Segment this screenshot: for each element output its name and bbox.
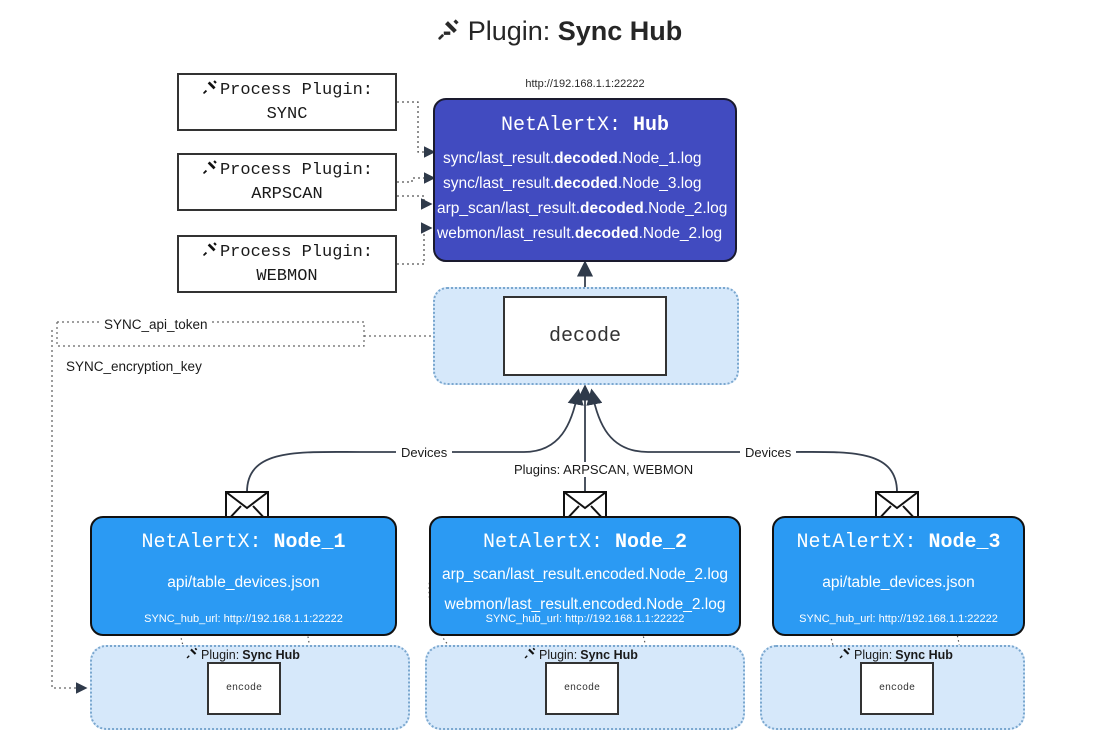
- node-name: Node_2: [615, 531, 688, 554]
- node-file-list: api/table_devices.json: [774, 568, 1023, 598]
- process-plugin-webmon[interactable]: Process Plugin: WEBMON: [177, 235, 397, 293]
- process-plugin-name: WEBMON: [256, 267, 318, 286]
- process-plugin-name: ARPSCAN: [251, 185, 323, 204]
- hub-name: Hub: [633, 114, 670, 137]
- title-name: Sync Hub: [557, 16, 683, 46]
- node-hub-url: SYNC_hub_url: http://192.168.1.1:22222: [144, 613, 343, 625]
- hub-url-label: http://192.168.1.1:22222: [525, 78, 645, 90]
- node-header: NetAlertX: Node_3: [774, 531, 1023, 554]
- hub-log-row: sync/last_result.decoded.Node_1.log: [443, 150, 702, 167]
- node-file: webmon/last_result.encoded.Node_2.log: [444, 596, 726, 613]
- encode-label: encode: [225, 683, 262, 694]
- hub-header: NetAlertX: Hub: [435, 114, 735, 137]
- process-plugin-arpscan[interactable]: Process Plugin: ARPSCAN: [177, 153, 397, 211]
- plugin-tag-3: Plugin:Sync Hub: [838, 646, 953, 663]
- hub-app: NetAlertX:: [500, 114, 621, 137]
- encode-box-2[interactable]: encode: [545, 662, 619, 715]
- plugin-tag-name: Sync Hub: [242, 647, 300, 662]
- plug-icon: [201, 158, 219, 184]
- plug-icon: [435, 16, 462, 50]
- node-file: arp_scan/last_result.encoded.Node_2.log: [441, 566, 729, 583]
- node-app: NetAlertX:: [796, 531, 917, 554]
- encode-box-1[interactable]: encode: [207, 662, 281, 715]
- decode-label: decode: [548, 324, 621, 348]
- hub-box[interactable]: NetAlertX: Hub sync/last_result.decoded.…: [433, 98, 737, 262]
- sync-api-token-label: SYNC_api_token: [100, 317, 212, 332]
- page-title: Plugin: Sync Hub: [0, 16, 1117, 50]
- plug-icon: [523, 646, 537, 663]
- node-box-1[interactable]: NetAlertX: Node_1 api/table_devices.json…: [90, 516, 397, 636]
- node-header: NetAlertX: Node_1: [92, 531, 395, 554]
- node-file-list: arp_scan/last_result.encoded.Node_2.log …: [431, 560, 739, 620]
- node-name: Node_3: [928, 531, 1001, 554]
- node-app: NetAlertX:: [141, 531, 262, 554]
- plugin-tag-name: Sync Hub: [580, 647, 638, 662]
- node-file-list: api/table_devices.json: [92, 568, 395, 598]
- title-prefix: Plugin:: [467, 16, 551, 46]
- hub-log-row: webmon/last_result.decoded.Node_2.log: [437, 225, 723, 242]
- plugin-tag-prefix: Plugin:: [539, 647, 578, 662]
- process-plugin-name: SYNC: [266, 105, 308, 124]
- process-plugin-label: Process Plugin:: [219, 80, 374, 100]
- plugin-tag-name: Sync Hub: [895, 647, 953, 662]
- node-file: api/table_devices.json: [167, 574, 320, 591]
- encode-box-3[interactable]: encode: [860, 662, 934, 715]
- sync-encryption-key-label: SYNC_encryption_key: [62, 359, 206, 374]
- node-hub-url: SYNC_hub_url: http://192.168.1.1:22222: [799, 613, 998, 625]
- plug-icon: [185, 646, 199, 663]
- plugin-tag-prefix: Plugin:: [201, 647, 240, 662]
- devices-label-right: Devices: [740, 445, 797, 460]
- encode-label: encode: [563, 683, 600, 694]
- hub-log-row: arp_scan/last_result.decoded.Node_2.log: [437, 200, 728, 217]
- node-name: Node_1: [273, 531, 346, 554]
- hub-log-row: sync/last_result.decoded.Node_3.log: [443, 175, 702, 192]
- node-hub-url: SYNC_hub_url: http://192.168.1.1:22222: [485, 613, 685, 625]
- node-app: NetAlertX:: [482, 531, 603, 554]
- node-box-3[interactable]: NetAlertX: Node_3 api/table_devices.json…: [772, 516, 1025, 636]
- plug-icon: [201, 78, 219, 104]
- process-plugin-label: Process Plugin:: [219, 160, 374, 180]
- process-plugin-sync[interactable]: Process Plugin: SYNC: [177, 73, 397, 131]
- plugin-tag-2: Plugin:Sync Hub: [523, 646, 638, 663]
- devices-label-left: Devices: [396, 445, 453, 460]
- decode-box[interactable]: decode: [503, 296, 667, 376]
- process-plugin-label: Process Plugin:: [219, 242, 374, 262]
- plugin-tag-prefix: Plugin:: [854, 647, 893, 662]
- node-box-2[interactable]: NetAlertX: Node_2 arp_scan/last_result.e…: [429, 516, 741, 636]
- plugin-tag-1: Plugin:Sync Hub: [185, 646, 300, 663]
- plugins-label-center: Plugins: ARPSCAN, WEBMON: [509, 462, 699, 477]
- plug-icon: [838, 646, 852, 663]
- node-file: api/table_devices.json: [822, 574, 975, 591]
- node-header: NetAlertX: Node_2: [431, 531, 739, 554]
- plug-icon: [201, 240, 219, 266]
- encode-label: encode: [878, 683, 915, 694]
- hub-log-list: sync/last_result.decoded.Node_1.log sync…: [435, 146, 735, 246]
